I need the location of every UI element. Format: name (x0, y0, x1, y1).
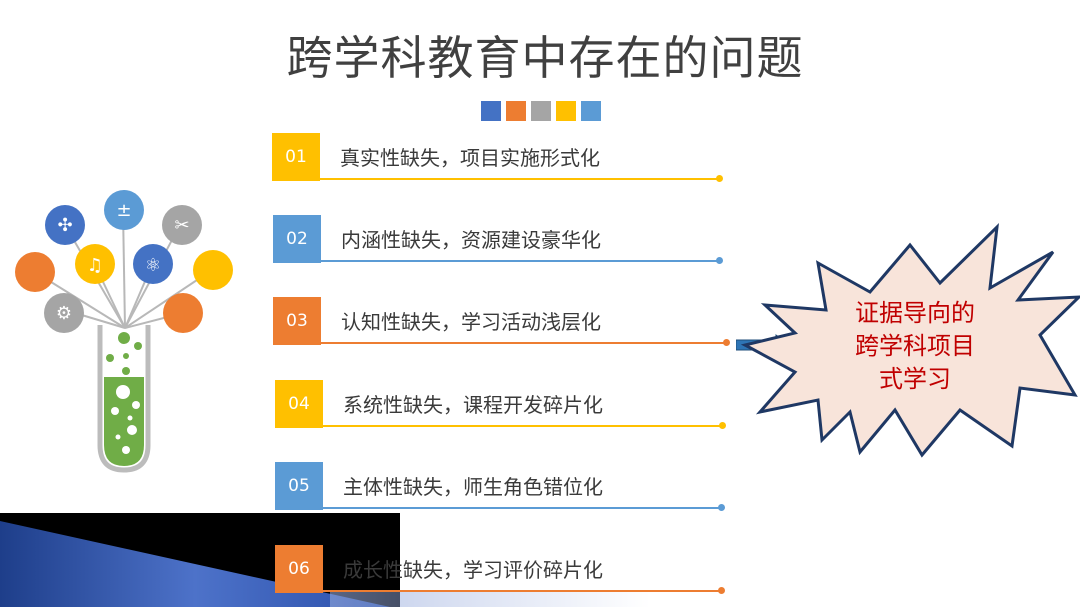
music-icon (75, 244, 115, 284)
callout-line: 证据导向的 (855, 299, 975, 327)
item-underline (320, 178, 718, 180)
item-text: 内涵性缺失，资源建设豪华化 (341, 228, 601, 252)
problem-item: 02 内涵性缺失，资源建设豪华化 (273, 215, 723, 264)
light-gradient-band (330, 592, 650, 607)
item-number: 04 (275, 380, 323, 428)
callout-text: 证据导向的 跨学科项目 式学习 (830, 297, 1000, 396)
problem-item: 04 系统性缺失，课程开发碎片化 (275, 380, 726, 429)
item-underline (323, 425, 721, 427)
network-icon (45, 205, 85, 245)
item-number: 06 (275, 545, 323, 593)
item-text: 成长性缺失，学习评价碎片化 (343, 558, 603, 582)
square-yellow (556, 101, 576, 121)
callout-line: 跨学科项目 (855, 332, 975, 360)
atom-icon (133, 244, 173, 284)
laptop-icon (163, 293, 203, 333)
science-illustration: ♫ ⚛ ⚙ ✂ ✣ ± (15, 190, 233, 473)
item-dot (723, 339, 730, 346)
svg-text:⚙: ⚙ (56, 303, 72, 324)
mouse-icon (15, 252, 55, 292)
problem-item: 05 主体性缺失，师生角色错位化 (275, 462, 725, 511)
item-dot (718, 504, 725, 511)
item-number: 05 (275, 462, 323, 510)
square-lightblue (581, 101, 601, 121)
tools-icon (162, 205, 202, 245)
page-title: 跨学科教育中存在的问题 (286, 31, 804, 85)
gears-icon (44, 293, 84, 333)
palette-icon (193, 250, 233, 290)
item-number: 01 (272, 133, 320, 181)
item-dot (716, 175, 723, 182)
problem-item: 01 真实性缺失，项目实施形式化 (272, 133, 723, 182)
calculator-icon (104, 190, 144, 230)
svg-text:±: ± (116, 200, 131, 221)
item-underline (323, 507, 720, 509)
svg-text:✂: ✂ (174, 215, 189, 236)
item-text: 系统性缺失，课程开发碎片化 (343, 393, 603, 417)
item-number: 02 (273, 215, 321, 263)
callout-line: 式学习 (879, 365, 951, 393)
square-blue (481, 101, 501, 121)
svg-text:⚛: ⚛ (145, 255, 161, 276)
problem-item: 03 认知性缺失，学习活动浅层化 (273, 297, 730, 346)
square-gray (531, 101, 551, 121)
item-underline (323, 590, 720, 592)
item-text: 认知性缺失，学习活动浅层化 (341, 310, 601, 334)
item-dot (716, 257, 723, 264)
item-dot (719, 422, 726, 429)
item-underline (321, 342, 725, 344)
problem-item: 06 成长性缺失，学习评价碎片化 (275, 545, 725, 594)
item-text: 主体性缺失，师生角色错位化 (343, 475, 603, 499)
svg-text:✣: ✣ (57, 215, 72, 236)
square-orange (506, 101, 526, 121)
svg-text:♫: ♫ (87, 255, 103, 276)
color-squares (481, 101, 601, 121)
item-dot (718, 587, 725, 594)
item-text: 真实性缺失，项目实施形式化 (340, 146, 600, 170)
test-tube-icon (97, 325, 151, 473)
item-underline (321, 260, 718, 262)
item-number: 03 (273, 297, 321, 345)
